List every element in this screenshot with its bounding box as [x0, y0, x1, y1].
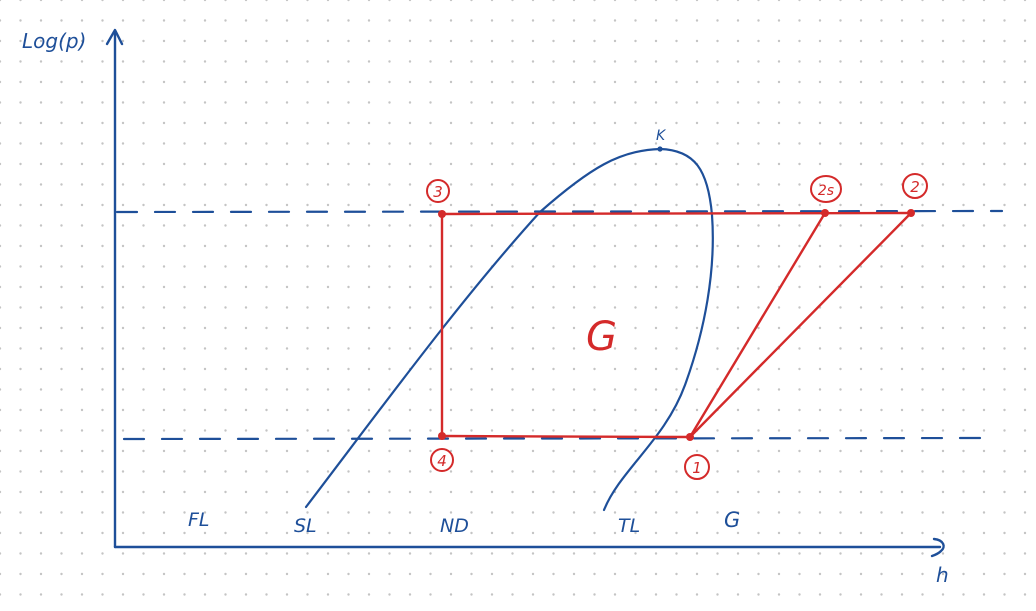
point-1-marker: 1	[684, 454, 710, 480]
x-axis-arrow-icon	[930, 537, 945, 558]
point-2-label: 2	[910, 178, 920, 196]
point-2-dot	[907, 209, 915, 217]
point-3-dot	[438, 210, 446, 218]
state-point-dots	[438, 209, 915, 441]
point-4-label: 4	[437, 452, 447, 470]
point-2s-dot	[821, 209, 829, 217]
region-label-fl: FL	[188, 509, 210, 531]
point-4-dot	[438, 432, 446, 440]
critical-point-label: K	[656, 128, 667, 144]
point-3-label: 3	[433, 183, 443, 201]
region-label-sl: SL	[294, 515, 317, 537]
point-4-marker: 4	[430, 448, 454, 472]
saturated-liquid-line	[304, 147, 662, 509]
x-axis-label: h	[936, 563, 949, 587]
cycle-center-label: G	[586, 314, 617, 360]
condensation-line-2-3	[440, 211, 913, 216]
axes	[105, 28, 945, 558]
y-axis-arrow-icon	[105, 28, 124, 46]
point-2-marker: 2	[902, 173, 928, 199]
high-pressure-isobar	[115, 209, 1004, 214]
region-label-g: G	[724, 508, 740, 532]
evaporation-line-4-1	[440, 434, 692, 439]
real-compression-1-2	[688, 211, 913, 439]
region-label-nd: ND	[440, 515, 469, 537]
point-1-dot	[686, 433, 694, 441]
point-1-label: 1	[692, 459, 702, 477]
saturated-vapor-line	[602, 147, 714, 512]
isentropic-compression-1-2s	[688, 211, 827, 439]
y-axis-label: Log(p)	[22, 29, 86, 53]
region-label-tl: TL	[618, 515, 640, 537]
point-2s-marker: 2s	[810, 175, 842, 203]
point-2s-label: 2s	[818, 183, 834, 199]
critical-point-marker	[657, 146, 663, 152]
low-pressure-isobar	[122, 436, 992, 441]
point-3-marker: 3	[426, 179, 450, 203]
refrigeration-cycle	[440, 211, 913, 439]
